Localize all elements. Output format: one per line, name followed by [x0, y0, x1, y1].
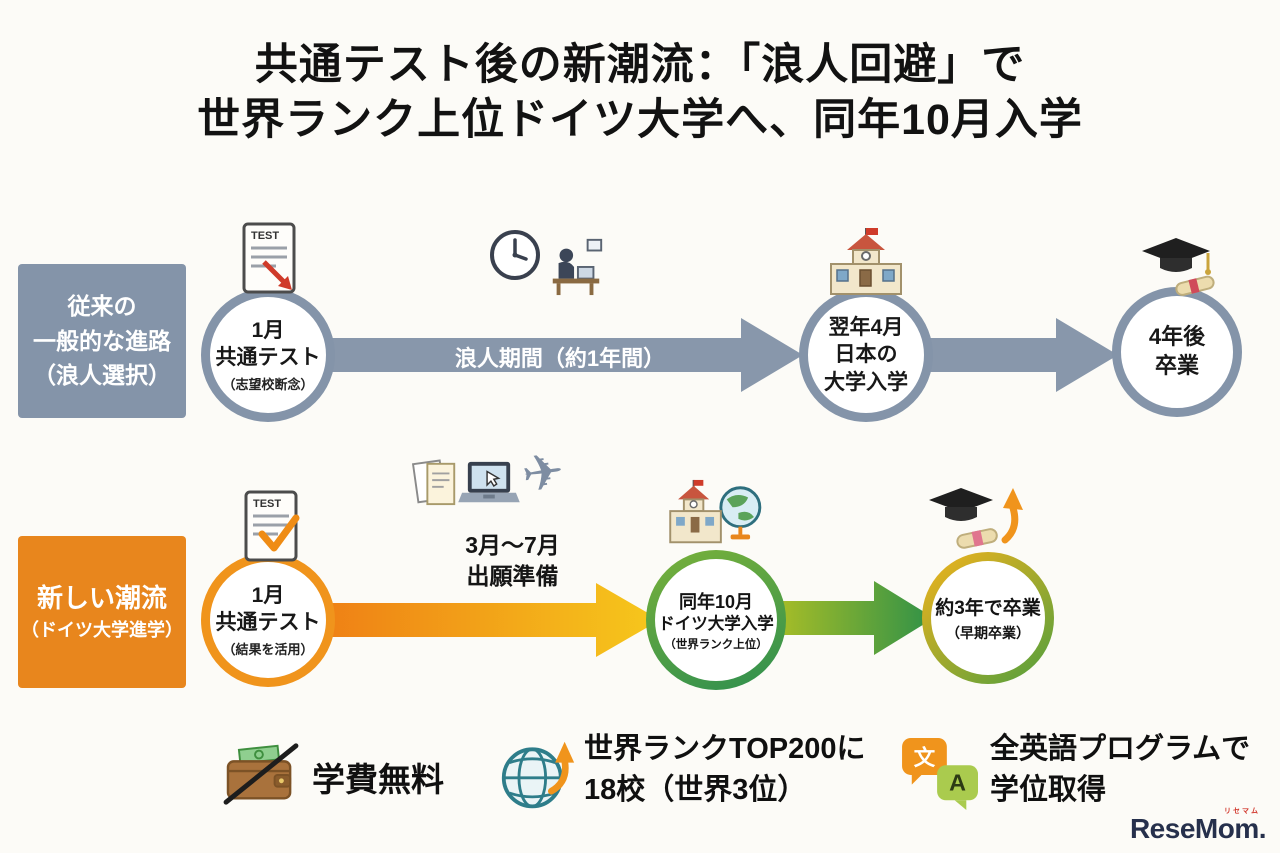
airplane-icon: ✈ — [518, 442, 568, 504]
node-text: 1月 — [251, 318, 285, 342]
svg-text:文: 文 — [914, 745, 936, 770]
new-trend-label-line1: 新しい潮流 — [36, 583, 167, 614]
prep-label: 出願準備 — [466, 563, 559, 590]
svg-text:TEST: TEST — [253, 498, 281, 510]
node-text: 4年後 — [1148, 324, 1206, 350]
feature-text-line: 世界ランクTOP200に — [584, 733, 866, 765]
node-october-german-entry: 同年10月 ドイツ大学入学 （世界ランク上位） — [646, 550, 786, 690]
new-trend-arrow-2 — [782, 581, 934, 655]
resemom-logo: リセマム ReseMom. — [1129, 808, 1267, 845]
new-trend-arrow-1 — [328, 583, 660, 657]
feature-english-program: 全英語プログラムで 学位取得 — [990, 729, 1250, 811]
building-globe-icon — [668, 478, 764, 552]
resemom-logo-katakana: リセマム — [1224, 808, 1260, 815]
node-jan-common-test-new: 1月 共通テスト （結果を活用） — [201, 553, 335, 687]
node-early-graduation: 約3年で卒業 （早期卒業） — [922, 552, 1054, 684]
school-building-icon — [823, 226, 909, 298]
node-text: 翌年4月 — [828, 316, 904, 340]
page-title-line1: 共通テスト後の新潮流：「浪人回避」で — [254, 41, 1026, 89]
node-text: 共通テスト — [215, 611, 321, 634]
node-text: （世界ランク上位） — [664, 639, 768, 652]
application-prep-text: 3月～7月 出願準備 — [425, 530, 600, 592]
page-title: 共通テスト後の新潮流：「浪人回避」で 世界ランク上位ドイツ大学へ、同年10月入学 — [0, 38, 1280, 148]
svg-text:A: A — [949, 770, 966, 796]
node-text: 共通テスト — [215, 346, 321, 369]
traditional-label-line2: 一般的な進路 — [33, 327, 171, 354]
node-next-april-entry: 翌年4月 日本の 大学入学 — [799, 288, 933, 422]
node-graduate-4years: 4年後 卒業 — [1112, 287, 1242, 417]
node-text: 卒業 — [1154, 353, 1199, 378]
new-trend-label-line2: （ドイツ大学進学） — [21, 619, 183, 640]
page-title-line2: 世界ランク上位ドイツ大学へ、同年10月入学 — [197, 96, 1083, 145]
globe-arrow-icon — [498, 736, 578, 814]
feature-world-ranking: 世界ランクTOP200に 18校（世界3位） — [584, 729, 865, 811]
traditional-path-label: 従来の 一般的な進路 （浪人選択） — [18, 264, 186, 418]
documents-icon — [411, 454, 460, 512]
node-text: 大学入学 — [824, 370, 908, 394]
node-text: 同年10月 — [678, 591, 754, 612]
node-text: （志望校断念） — [222, 377, 314, 393]
test-paper-fail-icon: TEST — [236, 220, 302, 298]
svg-text:TEST: TEST — [251, 230, 279, 242]
resemom-logo-text: ReseMom. — [1129, 813, 1267, 844]
feature-text-line: 学位取得 — [990, 774, 1107, 807]
node-text: ドイツ大学入学 — [658, 614, 774, 633]
node-text: 日本の — [834, 343, 898, 367]
traditional-arrow-1 — [299, 318, 803, 392]
node-text: （早期卒業） — [946, 625, 1030, 641]
language-icon: 文 A — [900, 736, 982, 810]
studying-person-icon — [545, 234, 607, 298]
test-paper-check-icon: TEST — [238, 488, 304, 566]
laptop-icon — [458, 460, 520, 510]
clock-icon — [488, 228, 542, 282]
traditional-label-line1: 従来の — [67, 293, 137, 320]
ronin-period-label: 浪人期間（約1年間） — [454, 346, 666, 371]
feature-text-line: 全英語プログラムで — [990, 733, 1251, 765]
graduation-up-arrow-icon — [925, 482, 1025, 554]
traditional-label-line3: （浪人選択） — [33, 362, 171, 389]
traditional-arrow-2 — [922, 318, 1118, 392]
graduation-cap-icon — [1138, 234, 1220, 300]
feature-tuition-free: 学費無料 — [312, 753, 444, 801]
new-trend-label: 新しい潮流 （ドイツ大学進学） — [18, 536, 186, 688]
node-jan-common-test: 1月 共通テスト （志望校断念） — [201, 288, 335, 422]
node-text: 1月 — [251, 583, 285, 607]
node-text: 約3年で卒業 — [935, 598, 1041, 619]
feature-text-line: 18校（世界3位） — [584, 774, 807, 807]
node-text: （結果を活用） — [222, 642, 314, 658]
prep-period: 3月～7月 — [465, 532, 560, 558]
wallet-icon — [222, 740, 300, 808]
feature-text-line: 学費無料 — [312, 761, 444, 798]
